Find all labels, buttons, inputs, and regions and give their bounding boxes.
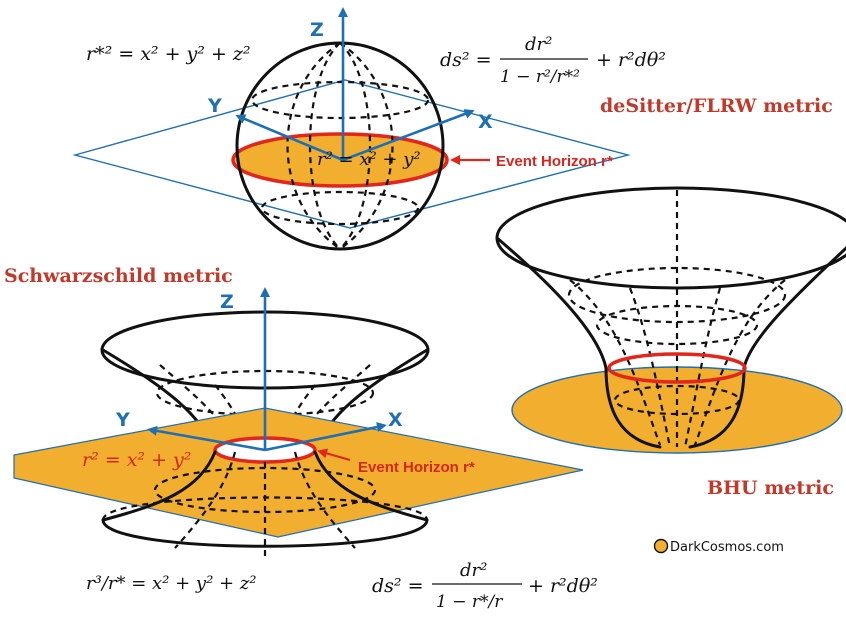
desitter-y-axis [235,114,344,162]
desitter-x-axis [342,109,475,162]
schwarzschild-plane-edge [13,407,584,538]
desitter-line-element: ds² = dr² 1 − r²/r*² + r²dθ² [440,34,666,87]
bhu-top-rim [495,186,846,290]
desitter-meridian [308,42,341,250]
desitter-line-element-lhs: ds² = [440,49,492,71]
schwarzschild-plane [14,408,583,537]
desitter-meridian [339,42,372,250]
desitter-line-element-denominator: 1 − r²/r*² [500,67,580,87]
bhu-latitude [613,384,741,416]
desitter-panel: Z Y X r*² = x² + y² + z² r² = x² + y² ds… [72,7,833,251]
schwarzschild-panel: Schwarzschild metric Z Y X r² = x² + y [4,265,598,612]
schwarzschild-surface-equation: r³/r* = x² + y² + z² [86,573,257,594]
bhu-meridian [683,287,722,448]
desitter-x-label: X [478,111,493,133]
bhu-left-wall [495,236,662,449]
bhu-title: BHU metric [707,477,834,499]
desitter-latitude [260,190,420,226]
desitter-latitude [250,80,430,120]
credit-text: DarkCosmos.com [670,540,784,555]
bhu-horizon-ring [607,352,747,384]
bhu-meridian [693,279,786,446]
schwarzschild-y-axis [147,425,266,452]
desitter-line-element-numerator: dr² [525,34,552,55]
schwarzschild-meridian [174,451,237,549]
schwarzschild-line-element-lhs: ds² = [372,575,424,597]
schwarzschild-x-axis [264,422,387,452]
schwarzschild-lower-right-wall [313,450,429,522]
desitter-horizon-ring [231,132,449,188]
desitter-sphere-equation: r*² = x² + y² + z² [86,43,251,65]
schwarzschild-line-element-denominator: 1 − r*/r [436,592,503,612]
bhu-latitude [567,266,787,324]
schwarzschild-line-element-tail: + r²dθ² [528,575,598,597]
schwarzschild-y-label: Y [115,409,130,431]
desitter-title: deSitter/FLRW metric [600,95,833,117]
schwarzschild-line-element-numerator: dr² [460,560,487,581]
schwarzschild-z-label: Z [220,291,234,313]
desitter-line-element-tail: + r²dθ² [596,49,666,71]
bhu-meridian [628,287,672,448]
schwarzschild-meridian [293,451,356,549]
credit-dot-icon [653,538,669,554]
schwarzschild-line-element: ds² = dr² 1 − r*/r + r²dθ² [372,560,598,612]
schwarzschild-lower-rim [101,518,429,548]
schwarzschild-horizon-label: Event Horizon r* [358,459,475,476]
credit: DarkCosmos.com [653,538,784,555]
schwarzschild-title: Schwarzschild metric [4,265,233,287]
bhu-panel: BHU metric [495,186,846,499]
desitter-horizon-label: Event Horizon r* [496,153,613,170]
schwarzschild-lower-left-wall [101,450,217,522]
desitter-y-label: Y [207,95,222,117]
schwarzschild-horizon-equation: r² = x² + y² [82,449,191,471]
bhu-latitude [595,304,759,346]
bhu-meridian [569,279,662,446]
desitter-z-label: Z [310,19,324,41]
schwarzschild-x-label: X [388,409,403,431]
desitter-horizon-equation: r² = x² + y² [317,149,421,170]
schwarzschild-horizon-arrow [317,448,351,462]
